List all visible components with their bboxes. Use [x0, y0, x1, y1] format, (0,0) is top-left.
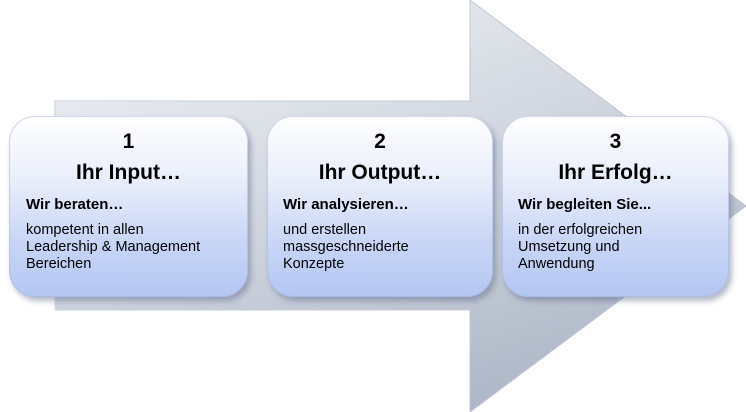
step-card-success: 3 Ihr Erfolg… Wir begleiten Sie... in de…	[502, 116, 729, 297]
step-card-output: 2 Ihr Output… Wir analysieren… und erste…	[267, 116, 493, 297]
step-title: Ihr Erfolg…	[558, 161, 673, 184]
description-line: Umsetzung und	[518, 239, 620, 255]
step-subtitle: Wir analysieren…	[283, 196, 409, 213]
description-line: massgeschneiderte	[283, 239, 409, 255]
step-title: Ihr Output…	[318, 161, 442, 184]
description-line: Leadership & Management	[26, 239, 201, 255]
step-subtitle: Wir beraten…	[26, 196, 124, 213]
step-title: Ihr Input…	[76, 161, 181, 184]
description-line: kompetent in allen	[26, 222, 144, 238]
description-line: in der erfolgreichen	[518, 222, 643, 238]
step-description: und erstellen massgeschneiderte Konzepte	[283, 222, 487, 273]
step-number: 3	[609, 130, 622, 153]
description-line: Konzepte	[283, 256, 345, 272]
step-card-input: 1 Ihr Input… Wir beraten… kompetent in a…	[9, 116, 248, 297]
description-line: und erstellen	[283, 222, 367, 238]
description-line: Anwendung	[518, 256, 595, 272]
description-line: Bereichen	[26, 256, 92, 272]
step-subtitle: Wir begleiten Sie...	[518, 196, 652, 213]
step-description: in der erfolgreichen Umsetzung und Anwen…	[518, 222, 723, 273]
step-number: 2	[374, 130, 386, 153]
step-description: kompetent in allen Leadership & Manageme…	[26, 222, 242, 273]
step-number: 1	[122, 130, 135, 153]
